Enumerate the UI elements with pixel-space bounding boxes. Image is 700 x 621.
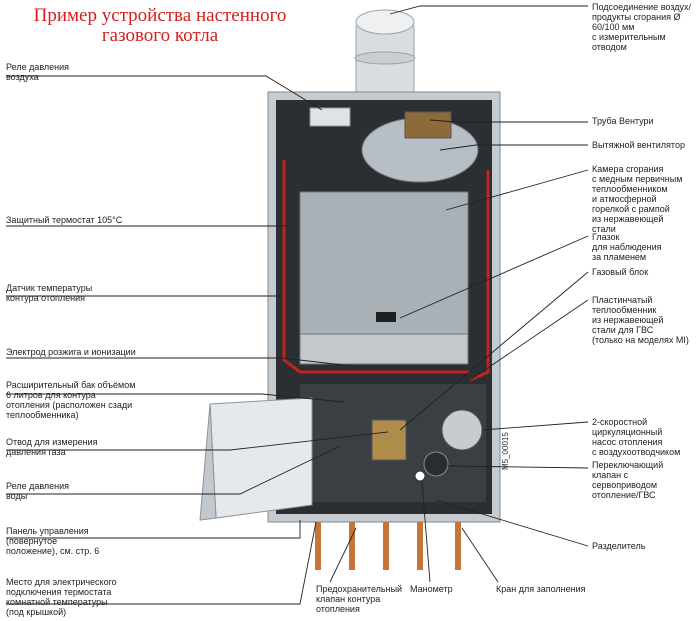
title-line-2: газового котла — [101, 25, 219, 46]
label-heating-temp-sensor: Датчик температуры контура отопления — [6, 283, 93, 303]
label-safety-thermostat: Защитный термостат 105°С — [6, 215, 123, 225]
flame-window-part — [376, 312, 396, 322]
exhaust-fan-part — [361, 111, 479, 183]
label-ignition-electrode: Электрод розжига и ионизации — [6, 347, 136, 357]
valve-part — [423, 451, 449, 477]
pump-part — [441, 409, 483, 451]
label-switching-valve: Переключающий клапан с сервоприводом ото… — [592, 460, 664, 500]
air-pressure-relay-part — [309, 107, 351, 127]
label-fill-tap: Кран для заполнения — [496, 584, 586, 594]
combustion-chamber-part — [299, 191, 469, 365]
leader-lines — [6, 5, 589, 605]
flue-pipe — [354, 9, 416, 98]
label-venturi-tube: Труба Вентури — [592, 116, 654, 126]
heating-pipes — [282, 160, 490, 382]
label-flue-connection: Подсоединение воздух/ продукты сгорания … — [592, 2, 691, 52]
serial-number: M5_00015 — [501, 432, 510, 470]
gas-block-part — [371, 419, 407, 461]
label-exhaust-fan: Вытяжной вентилятор — [592, 140, 685, 150]
manometer-part — [414, 470, 426, 482]
label-gas-block: Газовый блок — [592, 267, 649, 277]
label-thermostat-connection: Место для электрического подключения тер… — [6, 577, 117, 617]
label-plate-exchanger: Пластинчатый теплообменник из нержавеюще… — [592, 295, 689, 345]
label-control-panel: Панель управления (повёрнутое положение)… — [6, 526, 100, 556]
page-title: Пример устройства настенного газового ко… — [0, 6, 320, 46]
label-flame-window: Глазок для наблюдения за пламенем — [592, 232, 662, 262]
label-air-pressure-relay: Реле давления воздуха — [6, 62, 70, 82]
copper-outlets — [315, 522, 461, 570]
label-combustion-chamber: Камера сгорания с медным первичным тепло… — [592, 164, 683, 234]
control-panel-part — [199, 397, 313, 521]
label-water-pressure-relay: Реле давления воды — [6, 481, 70, 501]
hydraulic-block — [300, 384, 486, 502]
label-circulation-pump: 2-скоростной циркуляционный насос отопле… — [592, 417, 681, 457]
label-safety-valve: Предохранительный клапан контура отоплен… — [316, 584, 403, 614]
title-line-1: Пример устройства настенного — [33, 5, 287, 26]
label-manometer: Манометр — [410, 584, 453, 594]
label-gas-pressure-tap: Отвод для измерения давления газа — [6, 437, 98, 457]
label-expansion-tank: Расширительный бак объёмом 6 литров для … — [6, 380, 136, 420]
label-separator: Разделитель — [592, 541, 646, 551]
